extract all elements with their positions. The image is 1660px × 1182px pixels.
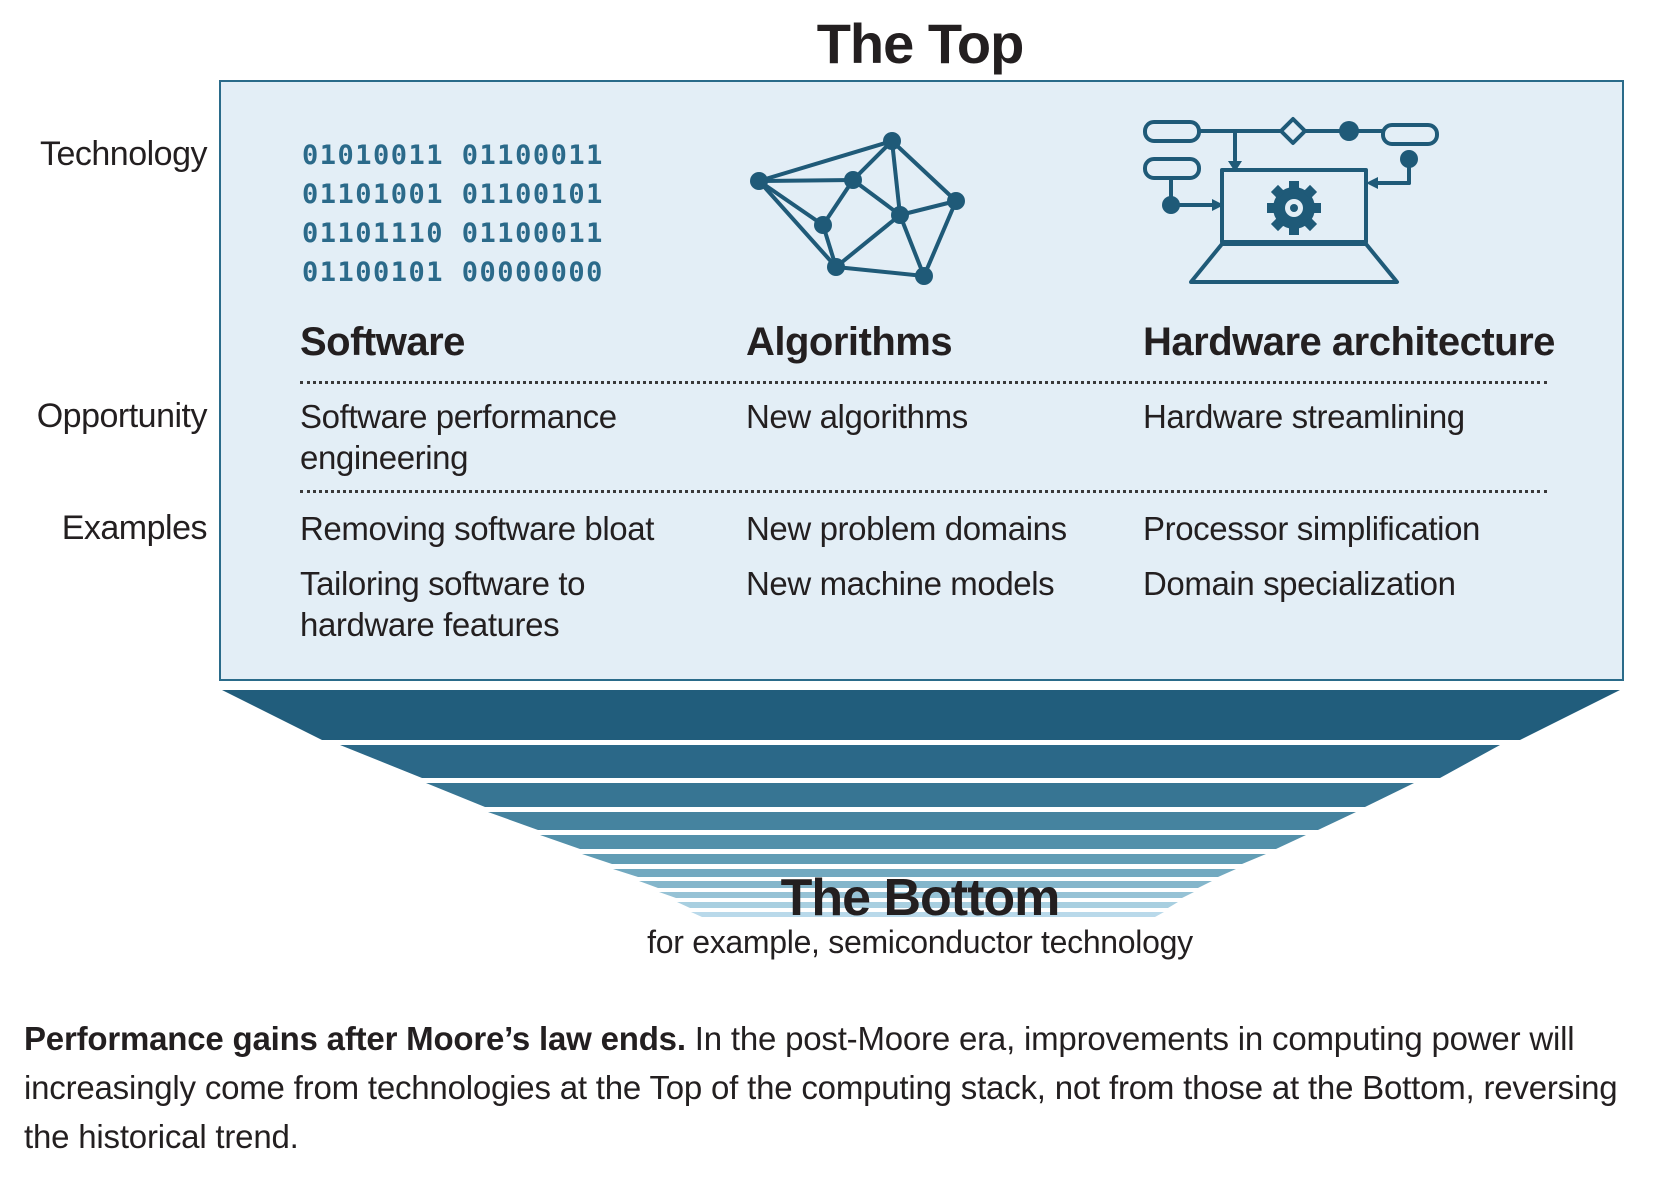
example-item: Tailoring software to	[300, 565, 586, 602]
example-item: Domain specialization	[1143, 565, 1456, 602]
example-item: New problem domains	[746, 510, 1067, 547]
text-line: engineering	[300, 439, 469, 476]
examples-algorithms: New problem domains New machine models	[746, 508, 1067, 604]
row-label-opportunity: Opportunity	[36, 397, 208, 435]
text-line: New algorithms	[746, 398, 968, 435]
caption-text: In the post-Moore era, improvements in c…	[24, 1020, 1618, 1155]
text-line: Software performance	[300, 398, 617, 435]
examples-hardware: Processor simplification Domain speciali…	[1143, 508, 1480, 604]
funnel-layer	[222, 690, 1620, 740]
network-graph-icon	[750, 132, 965, 285]
example-item: New machine models	[746, 565, 1055, 602]
funnel-layer	[613, 869, 1236, 877]
opportunity-algorithms: New algorithms	[746, 396, 968, 437]
binary-line: 01100101 00000000	[302, 257, 604, 288]
funnel-layer	[426, 783, 1414, 807]
title-bottom: The Bottom	[780, 869, 1061, 927]
laptop-flowchart-icon	[1143, 117, 1439, 284]
binary-line: 01010011 01100011	[302, 140, 604, 171]
figure-caption: Performance gains after Moore’s law ends…	[24, 1014, 1654, 1161]
column-heading-hardware: Hardware architecture	[1143, 320, 1555, 364]
funnel-layer	[540, 835, 1306, 849]
caption-lead: Performance gains after Moore’s law ends…	[24, 1020, 686, 1057]
funnel-layer	[639, 881, 1212, 888]
column-heading-algorithms: Algorithms	[746, 320, 953, 364]
divider-dotted	[300, 381, 1547, 384]
example-item: hardware features	[300, 606, 560, 643]
funnel-layer	[659, 892, 1194, 898]
binary-line: 01101001 01100101	[302, 179, 604, 210]
subtitle-bottom: for example, semiconductor technology	[647, 924, 1193, 960]
binary-code-icon: 01010011 01100011 01101001 01100101 0110…	[302, 136, 604, 292]
divider-dotted	[300, 490, 1547, 493]
examples-software: Removing software bloat Tailoring softwa…	[300, 508, 654, 645]
text-line: Hardware streamlining	[1143, 398, 1465, 435]
example-item: Removing software bloat	[300, 510, 654, 547]
opportunity-hardware: Hardware streamlining	[1143, 396, 1465, 437]
row-label-technology: Technology	[39, 135, 208, 173]
funnel-layer	[582, 854, 1266, 864]
title-top: The Top	[816, 12, 1025, 75]
funnel-layer	[677, 902, 1178, 908]
example-item: Processor simplification	[1143, 510, 1481, 547]
top-panel	[219, 80, 1624, 681]
funnel-layer	[691, 912, 1164, 917]
row-label-examples: Examples	[61, 509, 208, 547]
column-heading-software: Software	[300, 320, 465, 364]
funnel-layer	[340, 745, 1500, 778]
opportunity-software: Software performance engineering	[300, 396, 617, 478]
funnel-layer	[488, 812, 1356, 830]
binary-line: 01101110 01100011	[302, 218, 604, 249]
